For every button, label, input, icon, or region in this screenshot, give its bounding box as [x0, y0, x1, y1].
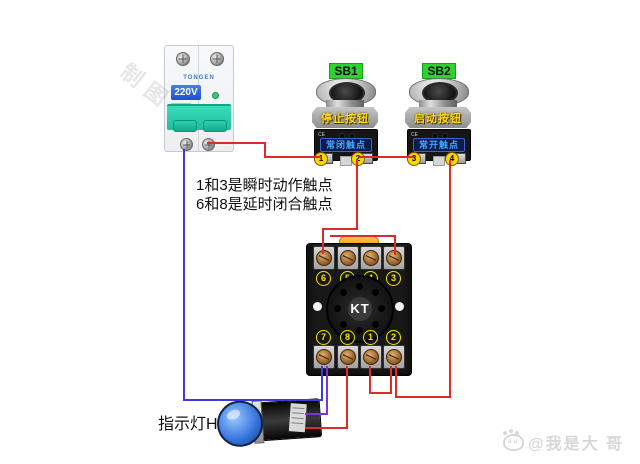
paw-icon: du — [503, 430, 524, 451]
credit-watermark: du @我是大 哥 — [503, 430, 624, 454]
breaker-indicator-dot — [212, 92, 219, 99]
note-line-2: 6和8是延时闭合触点 — [196, 196, 333, 213]
wire-relay8-to-lamp — [305, 427, 348, 429]
sb1-contact-type-label: 常闭触点 — [320, 138, 372, 152]
relay-terminal-screw — [316, 349, 332, 365]
breaker-brand-label: TONGEN — [183, 75, 215, 81]
credit-text: @我是大 哥 — [528, 436, 625, 453]
sb1-function-label: 停止按钮 — [321, 113, 369, 125]
time-relay-socket: 6 5 4 3 KT 7 8 1 2 制图 — [306, 236, 412, 376]
breaker-bottom-screw-right — [202, 138, 215, 151]
sb1-neck — [326, 100, 364, 108]
relay-terminal-screw — [363, 250, 379, 266]
wire-breaker-to-relay7 — [183, 399, 323, 401]
sb2-latch — [433, 156, 445, 166]
breaker-bottom-screw-left — [180, 138, 193, 151]
wire-breaker-to-sb1 — [264, 156, 320, 158]
breaker-handle-section — [167, 104, 231, 132]
sb2-terminal-number-3: 3 — [407, 152, 421, 166]
wire-breaker-to-sb1 — [207, 142, 266, 144]
breaker-top-screw-left — [176, 52, 190, 66]
sb1-mounting-collar — [312, 107, 378, 128]
wire-relay7-to-lamp — [305, 413, 328, 415]
wire-relay7-to-lamp — [326, 366, 328, 415]
relay-number-6: 6 — [316, 271, 331, 286]
sb1-terminal-number-2: 2 — [351, 152, 365, 166]
lens-highlight — [225, 407, 242, 422]
sb1-tag-label: SB1 — [329, 63, 363, 79]
wire-relay8-to-lamp — [346, 366, 348, 428]
relay-terminal-6 — [313, 246, 335, 270]
sb2-function-label: 启动按钮 — [414, 113, 462, 125]
indicator-light-body — [259, 398, 323, 442]
breaker-handle-right — [203, 120, 227, 132]
relay-terminal-5 — [337, 246, 359, 270]
wire-sb2-to-relay2 — [396, 396, 451, 398]
wire-sb1-to-relay6 — [322, 228, 358, 230]
breaker-voltage-label: 220V — [171, 85, 201, 100]
wire-sb1-to-relay — [356, 160, 358, 230]
note-line-1: 1和3是瞬时动作触点 — [196, 177, 333, 194]
wire-sb1-to-relay3 — [330, 235, 396, 237]
relay-number-1: 1 — [363, 330, 378, 345]
wire-breaker-to-relay7 — [183, 149, 185, 400]
relay-terminal-7 — [313, 345, 335, 369]
sb1-terminal-number-1: 1 — [314, 152, 328, 166]
sb2-terminal-number-4: 4 — [445, 152, 459, 166]
sb2-mounting-collar — [405, 107, 471, 128]
relay-terminal-3 — [383, 246, 405, 270]
relay-terminal-screw — [340, 250, 356, 266]
sb2-contact-type-label: 常开触点 — [413, 138, 465, 152]
relay-kt-label: KT — [348, 297, 372, 321]
relay-mount-hole-left — [313, 302, 322, 311]
relay-mount-hole-right — [395, 302, 404, 311]
breaker-top-screw-right — [210, 52, 224, 66]
relay-terminal-4 — [360, 246, 382, 270]
relay-number-3: 3 — [386, 271, 401, 286]
wire-sb1-to-sb2 — [360, 156, 414, 158]
indicator-light — [213, 393, 323, 452]
relay-number-7: 7 — [316, 330, 331, 345]
wire-jumper-1-2 — [390, 366, 392, 394]
breaker-spec-line — [171, 103, 191, 104]
circuit-breaker: TONGEN 220V — [164, 45, 234, 152]
contact-note: 1和3是瞬时动作触点 6和8是延时闭合触点 — [196, 176, 333, 214]
wire-sb2-to-relay2 — [395, 366, 397, 398]
relay-terminal-2 — [383, 345, 405, 369]
relay-terminal-screw — [363, 349, 379, 365]
breaker-handle-left — [173, 120, 197, 132]
relay-number-2: 2 — [386, 330, 401, 345]
wire-sb1-to-relay6 — [322, 228, 324, 254]
wire-jumper-1-2 — [369, 366, 371, 394]
sb1-ce-mark: CE — [318, 132, 325, 138]
relay-terminal-screw — [386, 349, 402, 365]
sb2-neck — [419, 100, 457, 108]
wire-sb1-to-relay3 — [394, 235, 396, 255]
wire-breaker-to-sb1 — [264, 142, 266, 158]
relay-terminal-screw — [316, 250, 332, 266]
sb2-ce-mark: CE — [411, 132, 418, 138]
push-button-sb2: SB2 启动按钮 CE 常开触点 3 4 — [405, 60, 471, 166]
push-button-sb1: SB1 停止按钮 CE 常闭触点 1 2 — [312, 60, 378, 166]
wire-breaker-to-relay7 — [321, 366, 323, 400]
sb2-tag-label: SB2 — [422, 63, 456, 79]
relay-number-8: 8 — [340, 330, 355, 345]
relay-octal-socket: KT — [326, 275, 394, 343]
relay-terminal-8 — [337, 345, 359, 369]
indicator-light-label: 指示灯HL — [158, 416, 227, 433]
wire-jumper-1-2 — [369, 392, 392, 394]
relay-terminal-1 — [360, 345, 382, 369]
wire-sb2-to-relay2 — [449, 160, 451, 398]
relay-terminal-screw — [340, 349, 356, 365]
